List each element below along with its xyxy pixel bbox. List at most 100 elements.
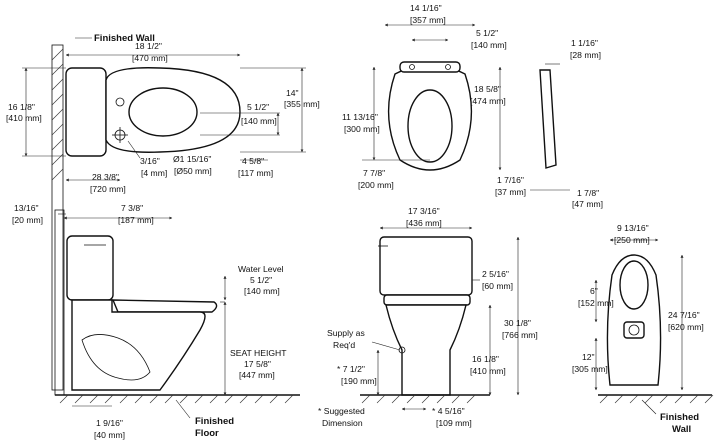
bolt-circle-upper: [115, 97, 125, 107]
dim-1-9-16-in: 1 9/16": [96, 418, 123, 428]
dim-9-13-16-mm: [250 mm]: [614, 235, 650, 245]
front-bowl: [385, 304, 467, 396]
dim-1-1-16-mm: [28 mm]: [570, 50, 601, 60]
dim-seat-5-1-2-mm: [140 mm]: [471, 40, 507, 50]
rough-finished-wall-2: Wall: [672, 424, 691, 435]
side-seat: [111, 299, 218, 313]
dim-6-mm: [152 mm]: [578, 298, 614, 308]
finished-floor-label-1: Finished: [195, 416, 234, 427]
dim-3-16-in: 3/16": [140, 156, 160, 166]
flange-box: [623, 321, 645, 339]
dim-24-7-16-mm: [620 mm]: [668, 322, 704, 332]
dim-9-13-16-in: 9 13/16": [617, 223, 649, 233]
seat-bolt-left: [409, 64, 415, 70]
dim-3-16-mm: [4 mm]: [141, 168, 167, 178]
front-floor-hatch: [361, 394, 476, 404]
wall-hatch-box: [51, 44, 64, 391]
footprint-outline: [606, 254, 662, 386]
seat-outer: [387, 64, 473, 171]
dim-17-3-16-mm: [436 mm]: [406, 218, 442, 228]
rough-in-view: 9 13/16" [250 mm] 6" [152 mm] 24 7/16" […: [572, 223, 714, 435]
dim-7-3-8-mm: [187 mm]: [118, 215, 154, 225]
dim-1-1-16-in: 1 1/16": [571, 38, 598, 48]
dim-12-in: 12": [582, 352, 595, 362]
dim-water-mm: [140 mm]: [244, 286, 280, 296]
dim-7-7-8-mm: [200 mm]: [358, 180, 394, 190]
dim-14-1-16-in: 14 1/16": [410, 3, 442, 13]
finished-wall-label: Finished Wall: [94, 33, 155, 44]
dim-24-7-16-in: 24 7/16": [668, 310, 700, 320]
dim-4-5-16-in: * 4 5/16": [432, 406, 465, 416]
dim-4-5-8-mm: [117 mm]: [238, 168, 273, 178]
seat-side-profile: [539, 69, 557, 169]
front-seat: [383, 294, 471, 306]
dim-11-13-16-mm: [300 mm]: [344, 124, 380, 134]
dim-7-3-8-in: 7 3/8": [121, 203, 143, 213]
dim-14-mm: [355 mm]: [284, 99, 320, 109]
dim-14-1-16-mm: [357 mm]: [410, 15, 446, 25]
dim-16-1-8-in: 16 1/8": [8, 102, 35, 112]
top-view: Finished Wall 18 1/2" [470 mm] 14" [355 …: [6, 33, 320, 391]
side-tank: [66, 235, 114, 301]
water-level-label: Water Level: [238, 264, 284, 274]
side-floor-hatch: [59, 394, 294, 404]
supply-label-1: Supply as: [327, 328, 365, 338]
bowl-opening: [128, 87, 198, 137]
dim-18-1-2-mm: [470 mm]: [132, 53, 168, 63]
dim-7-7-8-in: 7 7/8": [363, 168, 385, 178]
suggested-label-2: Dimension: [322, 418, 363, 428]
dim-14-in: 14": [286, 88, 299, 98]
dim-dia-mm: [Ø50 mm]: [174, 166, 212, 176]
tank-top-outline: [65, 67, 107, 157]
dim-seat-height-mm: [447 mm]: [239, 370, 275, 380]
dim-2-5-16-in: 2 5/16": [482, 269, 509, 279]
supply-leader: [371, 341, 401, 351]
supply-label-2: Req'd: [333, 340, 355, 350]
dim-1-9-16-mm: [40 mm]: [94, 430, 125, 440]
rough-wall-leader: [641, 399, 657, 415]
dim-5-1-2-mm: [140 mm]: [241, 116, 277, 126]
dim-11-13-16-in: 11 13/16": [342, 112, 378, 122]
side-bowl: [71, 299, 206, 391]
dim-4-5-8-in: 4 5/8": [242, 156, 264, 166]
side-trapway: [81, 334, 151, 381]
dim-1-7-16-in: 1 7/16": [497, 175, 524, 185]
rough-finished-wall-1: Finished: [660, 412, 699, 423]
dim-1-7-16-mm: [37 mm]: [495, 187, 526, 197]
flange-circle: [628, 324, 640, 336]
dim-front-16-1-8-in: 16 1/8": [472, 354, 499, 364]
leader-3-16: [127, 140, 141, 159]
dim-17-3-16-in: 17 3/16": [408, 206, 440, 216]
dim-12-mm: [305 mm]: [572, 364, 608, 374]
floor-leader: [175, 399, 191, 419]
dim-7-1-2-in: * 7 1/2": [337, 364, 365, 374]
seat-hinge: [399, 61, 461, 73]
dim-4-5-16-mm: [109 mm]: [436, 418, 472, 428]
footprint-opening: [619, 260, 649, 310]
dim-18-5-8-mm: [474 mm]: [470, 96, 506, 106]
dim-water-in: 5 1/2": [250, 275, 272, 285]
rough-wall-hatch: [599, 394, 714, 404]
dim-5-1-2-in: 5 1/2": [247, 102, 269, 112]
seat-bolt-right: [445, 64, 451, 70]
dim-18-1-2-in: 18 1/2": [135, 41, 162, 51]
dim-28-3-8-mm: [720 mm]: [90, 184, 126, 194]
dim-2-5-16-mm: [60 mm]: [482, 281, 513, 291]
side-view: 13/16" [20 mm] 7 3/8" [187 mm] Water Lev…: [12, 203, 300, 440]
bowl-top-outline: [105, 67, 241, 153]
front-view: 17 3/16" [436 mm] 2 5/16" [60 mm] 30 1/8…: [318, 206, 538, 428]
seat-view: 14 1/16" [357 mm] 5 1/2" [140 mm] 18 5/8…: [342, 3, 603, 209]
wall-hatch: [51, 48, 64, 181]
dim-13-16-mm: [20 mm]: [12, 215, 43, 225]
dim-dia-in: Ø1 15/16": [173, 154, 211, 164]
seat-opening: [407, 89, 453, 163]
finished-floor-label-2: Floor: [195, 428, 219, 439]
dim-28-3-8-in: 28 3/8": [92, 172, 119, 182]
dim-30-1-8-in: 30 1/8": [504, 318, 531, 328]
dim-16-1-8-mm: [410 mm]: [6, 113, 42, 123]
dim-front-16-1-8-mm: [410 mm]: [470, 366, 506, 376]
dim-6-in: 6": [590, 286, 598, 296]
dim-seat-height-in: 17 5/8": [244, 359, 271, 369]
